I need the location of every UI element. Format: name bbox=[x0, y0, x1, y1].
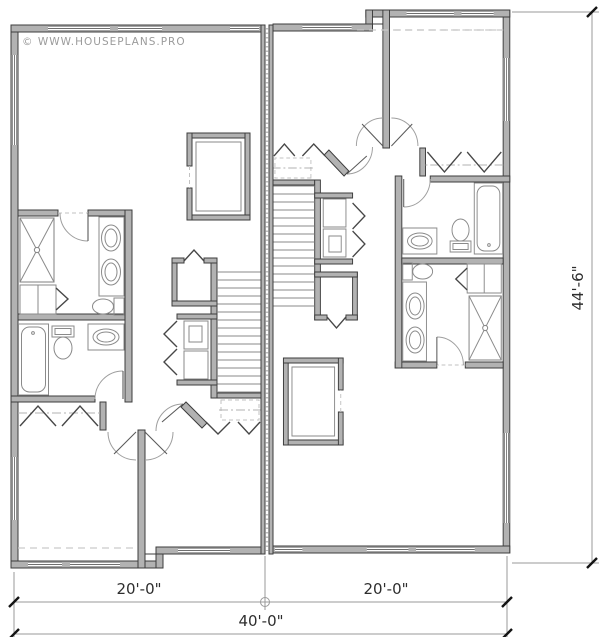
left-unit bbox=[10, 24, 262, 569]
centerline-marker-icon bbox=[260, 594, 270, 610]
dimension-label-left-unit: 20'-0" bbox=[116, 580, 161, 598]
dimension-label-right-unit: 20'-0" bbox=[363, 580, 408, 598]
watermark-text: © WWW.HOUSEPLANS.PRO bbox=[22, 36, 186, 48]
party-wall bbox=[260, 24, 274, 555]
dimension-label-total-width: 40'-0" bbox=[238, 612, 283, 630]
right-unit bbox=[272, 9, 511, 554]
dimensions: 20'-0" 20'-0" 40'-0" 44'-6" bbox=[8, 6, 599, 637]
dimension-label-total-depth: 44'-6" bbox=[569, 265, 587, 310]
